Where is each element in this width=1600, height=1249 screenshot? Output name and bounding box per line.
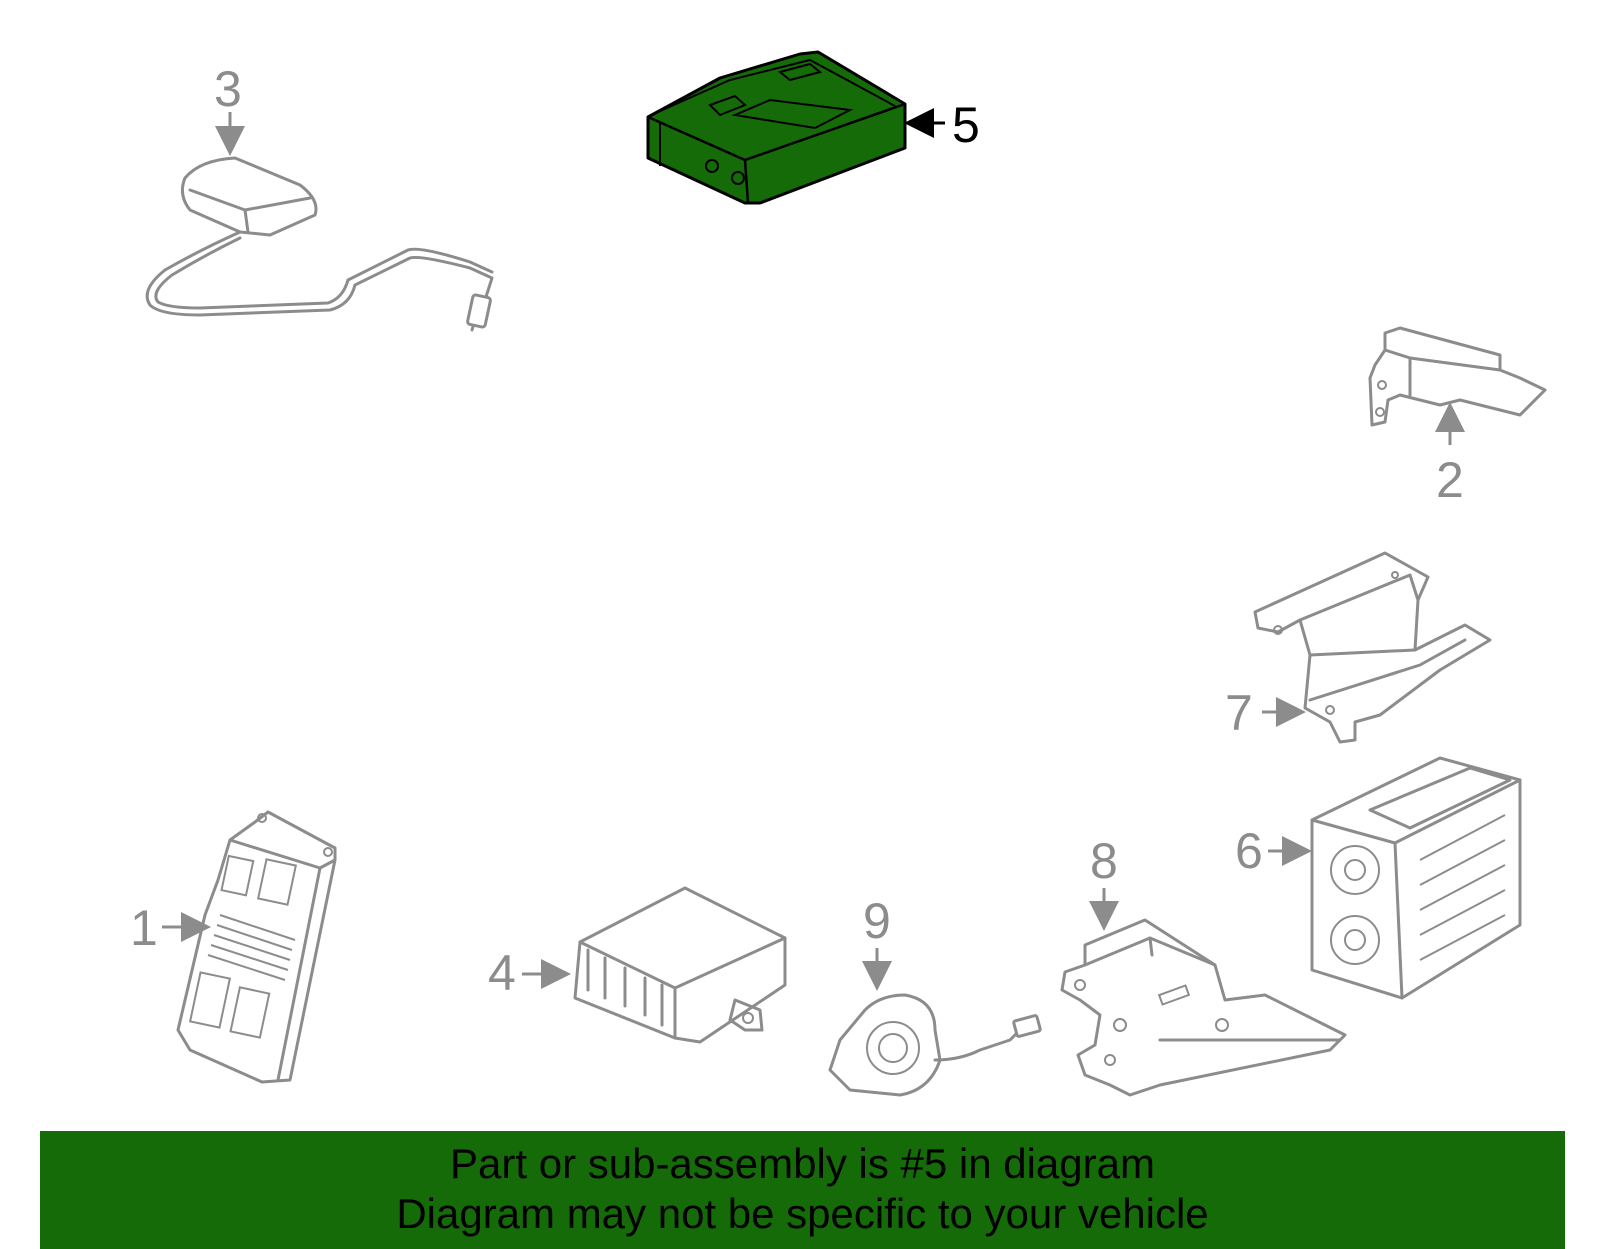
callout-2-label: 2	[1436, 452, 1464, 508]
part-2-bracket-module[interactable]	[1368, 326, 1547, 427]
callout-5: 5	[904, 97, 980, 153]
callout-6-label: 6	[1235, 823, 1263, 879]
callout-1: 1	[130, 900, 211, 956]
part-1-body-control-module[interactable]	[176, 810, 337, 1084]
part-6-head-unit[interactable]	[1310, 756, 1522, 1000]
callout-9: 9	[862, 893, 892, 991]
callout-1-label: 1	[130, 900, 158, 956]
part-5-module[interactable]	[646, 50, 907, 205]
callout-7: 7	[1225, 685, 1306, 741]
part-3-antenna[interactable]	[145, 156, 494, 332]
callout-5-label: 5	[952, 97, 980, 153]
callout-2: 2	[1435, 402, 1465, 508]
part-9-clock-spring[interactable]	[828, 993, 1042, 1097]
callout-4: 4	[488, 945, 571, 1001]
banner-line-1: Part or sub-assembly is #5 in diagram	[450, 1140, 1155, 1187]
part-8-bracket[interactable]	[1060, 918, 1347, 1097]
part-4-airbag-module[interactable]	[573, 886, 787, 1044]
callout-3: 3	[214, 61, 245, 156]
callout-4-label: 4	[488, 945, 516, 1001]
callout-6: 6	[1235, 823, 1312, 879]
part-7-mounting-bracket[interactable]	[1253, 551, 1492, 744]
callout-8-label: 8	[1090, 833, 1118, 889]
callout-9-label: 9	[863, 893, 891, 949]
info-banner: Part or sub-assembly is #5 in diagram Di…	[40, 1131, 1565, 1249]
callout-3-label: 3	[214, 61, 242, 117]
banner-line-2: Diagram may not be specific to your vehi…	[396, 1190, 1209, 1237]
callout-7-label: 7	[1225, 685, 1253, 741]
callout-8: 8	[1089, 833, 1119, 931]
